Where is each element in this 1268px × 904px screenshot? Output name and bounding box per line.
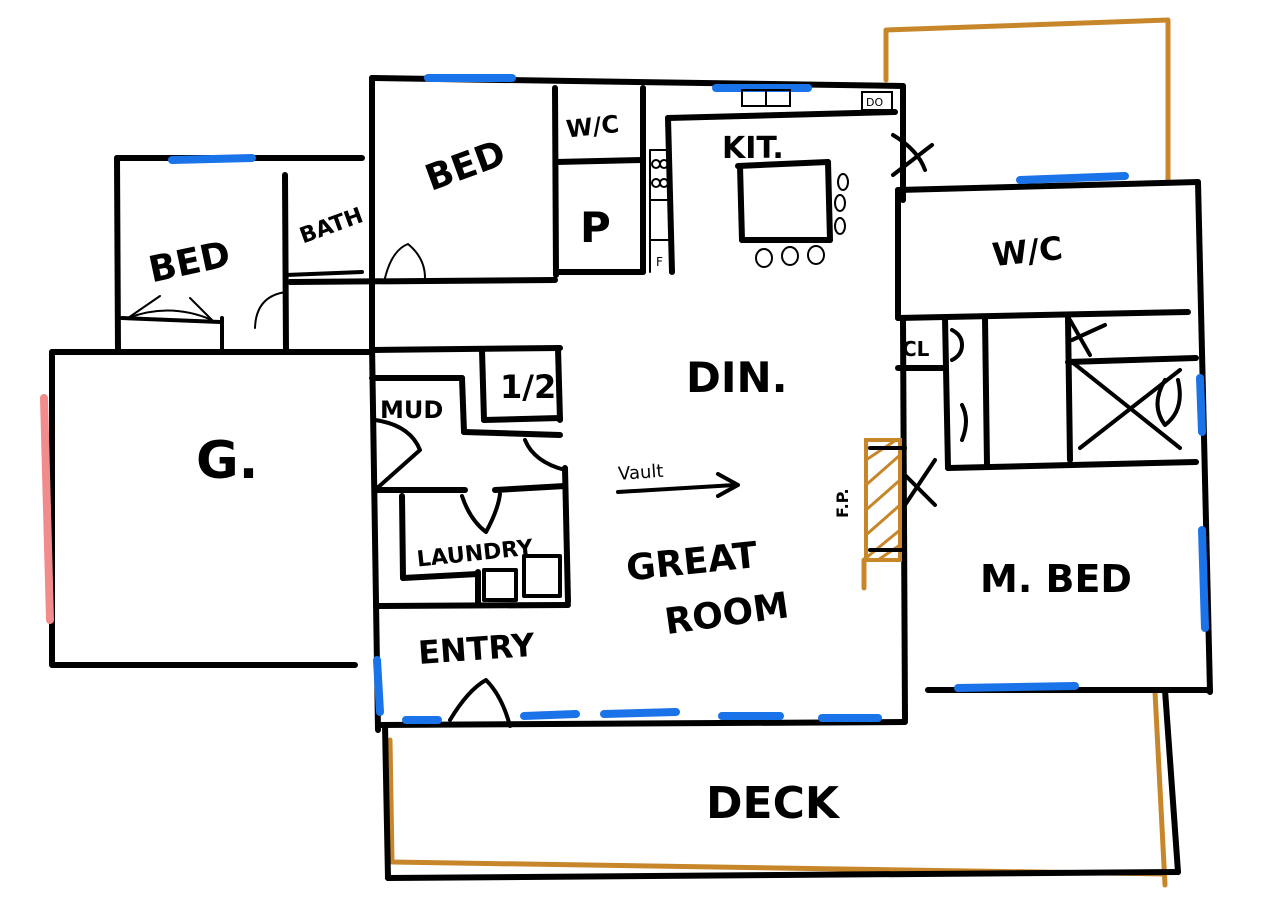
left-bedroom (114, 154, 365, 355)
label-closet: CL (902, 337, 930, 361)
label-great-room: GREAT (624, 535, 759, 590)
fireplace (861, 438, 907, 591)
label-garage: G. (196, 431, 258, 491)
label-mud: MUD (380, 396, 443, 424)
label-great-room-2: ROOM (662, 585, 791, 643)
deck (382, 687, 1181, 881)
deck-outline (387, 17, 1171, 888)
label-half-bath: 1/2 (500, 368, 556, 406)
label-vault: Vault (617, 461, 664, 485)
vault-arrow (616, 472, 740, 498)
label-dishwasher: DO (866, 96, 883, 109)
master-suite (895, 172, 1213, 695)
label-master-bed: M. BED (980, 557, 1132, 601)
label-entry: ENTRY (417, 626, 537, 672)
room-labels: BED BATH BED W/C P F DO KIT. W/C G. MUD … (145, 96, 1132, 829)
label-kitchen: KIT. (722, 131, 784, 166)
garage-door (40, 394, 54, 624)
top-bedroom-block (384, 85, 646, 279)
label-deck: DECK (706, 778, 841, 829)
label-wic-top: W/C (565, 110, 620, 143)
label-laundry: LAUNDRY (416, 535, 536, 572)
kitchen (649, 89, 934, 275)
garage (40, 349, 373, 668)
label-wic-right: W/C (990, 229, 1064, 274)
main-walls (287, 74, 908, 733)
window (168, 154, 256, 164)
label-fridge: F (656, 255, 663, 269)
label-pantry: P (580, 203, 611, 252)
label-dining: DIN. (686, 353, 788, 402)
label-bath: BATH (297, 203, 367, 249)
label-bed-left: BED (145, 234, 234, 291)
service-rooms (369, 345, 571, 728)
label-bed-top: BED (420, 133, 511, 200)
label-fireplace: F.P. (833, 488, 852, 518)
